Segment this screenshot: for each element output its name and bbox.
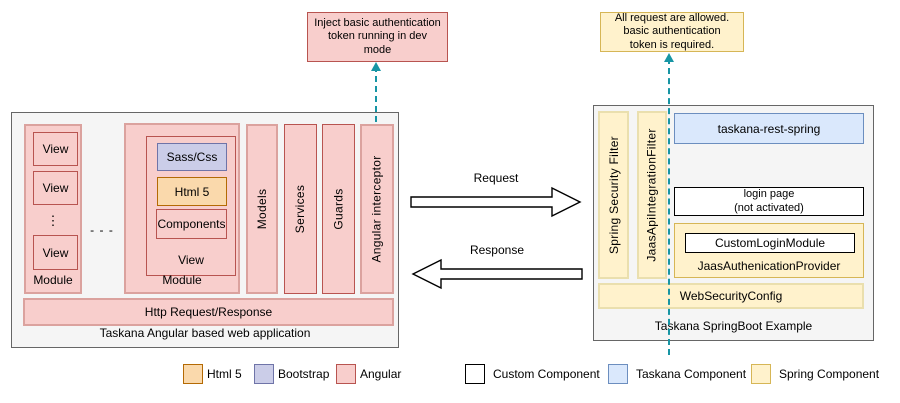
custom-login-module-box: CustomLoginModule	[685, 233, 855, 253]
jaas-authentication-provider-label: JaasAuthenicationProvider	[697, 259, 841, 273]
legend-label: Custom Component	[493, 366, 600, 381]
taskana-rest-spring-box: taskana-rest-spring	[674, 113, 864, 144]
legend-label: Angular	[360, 366, 402, 381]
response-label: Response	[469, 243, 525, 257]
web-security-config-bar: WebSecurityConfig	[598, 283, 864, 309]
angular-interceptor-label: Angular interceptor	[370, 155, 384, 263]
view-label: View	[178, 253, 204, 267]
models-bar: Models	[246, 124, 278, 294]
components-box: Components	[156, 209, 227, 239]
legend-label: Taskana Component	[636, 366, 747, 381]
springboot-container: Spring Security Filter JaasApiIntegratio…	[593, 105, 874, 341]
module-label: Module	[162, 273, 202, 287]
guards-bar: Guards	[322, 124, 355, 294]
jaas-api-integration-filter-label: JaasApiIntegrationFilter	[645, 128, 660, 262]
legend-item-html5: Html 5	[183, 363, 242, 384]
vertical-ellipsis: ⋮	[46, 213, 60, 228]
legend-label: Spring Component	[779, 366, 880, 381]
view-box: View	[33, 132, 78, 166]
response-arrow-icon	[411, 258, 583, 293]
legend-item-custom: Custom Component	[465, 363, 600, 384]
view-container: Sass/Css Html 5 Components View	[146, 136, 236, 276]
services-label: Services	[293, 184, 308, 234]
html5-box: Html 5	[157, 177, 227, 206]
left-annotation-note: Inject basic authentication token runnin…	[307, 12, 448, 62]
html5-swatch-icon	[183, 363, 203, 384]
legend-label: Bootstrap	[278, 366, 330, 381]
angular-app-container: View View ⋮ View Module - - - Sass/Css H…	[11, 112, 399, 348]
horizontal-ellipsis: - - -	[90, 223, 114, 237]
legend-item-spring: Spring Component	[751, 363, 879, 384]
right-container-title: Taskana SpringBoot Example	[654, 319, 813, 333]
view-box: View	[33, 235, 78, 270]
legend-label: Html 5	[207, 366, 242, 381]
spring-swatch-icon	[751, 363, 771, 384]
custom-swatch-icon	[465, 363, 485, 384]
http-request-response-bar: Http Request/Response	[23, 298, 394, 326]
spring-security-filter-bar: Spring Security Filter	[598, 111, 629, 279]
module-large: Sass/Css Html 5 Components View Module	[124, 123, 240, 294]
left-container-title: Taskana Angular based web application	[99, 326, 311, 340]
dashed-arrow-right	[668, 58, 670, 355]
login-page-box: login page (not activated)	[674, 187, 864, 216]
jaas-api-integration-filter-bar: JaasApiIntegrationFilter	[637, 111, 667, 279]
bootstrap-swatch-icon	[254, 363, 274, 384]
models-label: Models	[255, 188, 270, 230]
legend-item-bootstrap: Bootstrap	[254, 363, 329, 384]
request-arrow-icon	[410, 186, 582, 221]
arrowhead-up-icon	[664, 53, 674, 62]
dashed-arrow-left	[375, 66, 377, 122]
angular-swatch-icon	[336, 363, 356, 384]
services-bar: Services	[284, 124, 317, 294]
module-label: Module	[33, 273, 73, 287]
module-small: View View ⋮ View Module	[24, 124, 82, 294]
guards-label: Guards	[331, 188, 346, 230]
legend-item-taskana: Taskana Component	[608, 363, 746, 384]
jaas-authentication-provider-box: CustomLoginModule JaasAuthenicationProvi…	[674, 223, 864, 278]
right-annotation-note: All request are allowed. basic authentic…	[600, 12, 744, 52]
angular-interceptor-bar: Angular interceptor	[360, 124, 394, 294]
arrowhead-up-icon	[371, 62, 381, 71]
spring-security-filter-label: Spring Security Filter	[606, 136, 621, 254]
legend-item-angular: Angular	[336, 363, 401, 384]
sass-css-box: Sass/Css	[157, 143, 227, 171]
taskana-swatch-icon	[608, 363, 628, 384]
request-label: Request	[473, 171, 519, 185]
view-box: View	[33, 171, 78, 205]
